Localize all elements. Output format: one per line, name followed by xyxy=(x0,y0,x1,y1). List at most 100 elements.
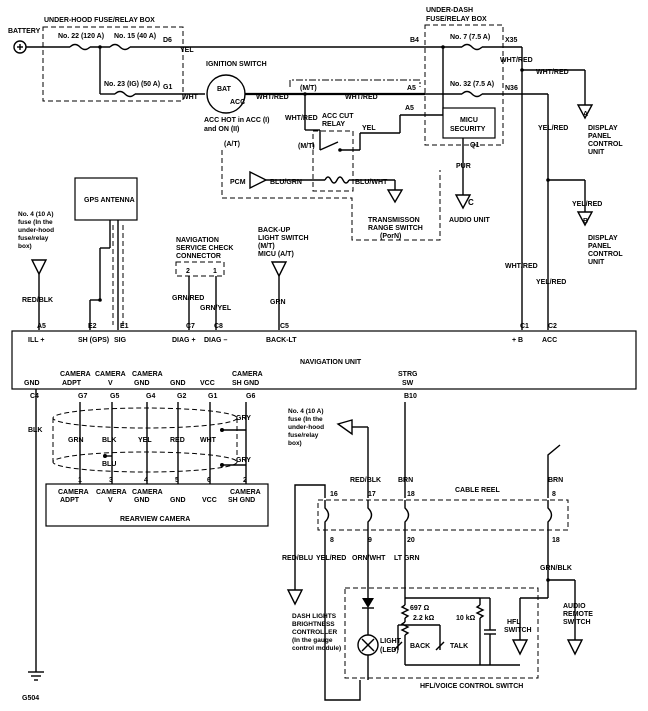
nav-pin-c7: C7 xyxy=(186,323,195,330)
nav-pin-g7: G7 xyxy=(78,393,87,400)
pin-x35: X35 xyxy=(505,37,518,44)
nav-g7-l1: CAMERA xyxy=(60,371,91,378)
hfl-switch-1: HFL xyxy=(507,619,521,626)
nav-check-1: NAVIGATION xyxy=(176,237,219,244)
wire-grn-red: GRN/RED xyxy=(172,295,204,302)
range-switch-1: TRANSMISSON xyxy=(368,217,420,224)
nav-g4-l1: CAMERA xyxy=(132,371,163,378)
wire-yel-red-loop: YEL/RED xyxy=(316,555,346,562)
gps-antenna: GPS ANTENNA xyxy=(74,177,138,330)
resistor-10k: 10 kΩ xyxy=(456,615,476,622)
nav-pin-c2: C2 xyxy=(548,323,557,330)
backup-2: LIGHT SWITCH xyxy=(258,235,309,242)
wire-grn-cam: GRN xyxy=(68,437,84,444)
audio-remote-3: SWITCH xyxy=(563,619,591,626)
ignition-note-1: ACC HOT in ACC (I) xyxy=(204,117,269,124)
wire-yel-red-n36: YEL/RED xyxy=(538,125,568,132)
wire-wht: WHT xyxy=(182,94,199,101)
backup-1: BACK-UP xyxy=(258,227,291,234)
backup-light-switch: BACK-UP LIGHT SWITCH (M/T) MICU (A/T) GR… xyxy=(258,227,309,330)
cam-pin-1: 1 xyxy=(78,477,82,484)
nav-b10-l1: STRG xyxy=(398,371,418,378)
cam-pin-5: 5 xyxy=(175,477,179,484)
display-b-3: CONTROL xyxy=(588,251,623,258)
display-a-3: CONTROL xyxy=(588,141,623,148)
resistor-697: 697 Ω xyxy=(410,605,430,612)
display-a-letter: A xyxy=(583,111,588,118)
display-a-1: DISPLAY xyxy=(588,125,618,132)
pcm-label: PCM xyxy=(230,179,246,186)
switch-talk: TALK xyxy=(450,643,468,650)
navigation-unit: NAVIGATION UNIT A5 ILL + E2 SH (GPS) E1 … xyxy=(11,323,637,400)
battery-label: BATTERY xyxy=(8,28,41,35)
nav-pin-e1-label: SIG xyxy=(114,337,127,344)
wire-red-cam: RED xyxy=(170,437,185,444)
rear-camera-title: REARVIEW CAMERA xyxy=(120,516,190,523)
nav-pin-c5: C5 xyxy=(280,323,289,330)
backup-3: (M/T) xyxy=(258,243,275,250)
wire-grn-blk: GRN/BLK xyxy=(540,565,572,572)
wire-gry-cam-1: GRY xyxy=(236,415,251,422)
fuse-7: No. 7 (7.5 A) xyxy=(450,34,490,41)
underhood-title: UNDER-HOOD FUSE/RELAY BOX xyxy=(44,17,155,24)
acc-cut-relay: WHT/RED ACC CUT RELAY YEL xyxy=(285,92,400,192)
nav-pin-c5-label: BACK-LT xyxy=(266,337,297,344)
fuse-22: No. 22 (120 A) xyxy=(58,33,104,40)
nav-pin-a5: A5 xyxy=(37,323,46,330)
wire-wht-cam: WHT xyxy=(200,437,217,444)
cam-pin-2-l1: CAMERA xyxy=(230,489,261,496)
nav-check-pin-1: 1 xyxy=(213,268,217,275)
cam-pin-4-l1: CAMERA xyxy=(132,489,163,496)
nav-g7-l2: ADPT xyxy=(62,380,82,387)
wire-blu-wht: BLU/WHT xyxy=(355,179,388,186)
acc-cut-relay-1: ACC CUT xyxy=(322,113,354,120)
wire-blu-grn: BLU/GRN xyxy=(270,179,302,186)
nav-check-2: SERVICE CHECK xyxy=(176,245,233,252)
cam-pin-4-l2: GND xyxy=(134,497,150,504)
nav-check-3: CONNECTOR xyxy=(176,253,221,260)
display-b-4: UNIT xyxy=(588,259,605,266)
cam-pin-6-l2: VCC xyxy=(202,497,217,504)
audio-remote-2: REMOTE xyxy=(563,611,593,618)
nav-pin-g1: G1 xyxy=(208,393,217,400)
underdash-title-2: FUSE/RELAY BOX xyxy=(426,16,487,23)
fuse4-right-2: fuse (In the xyxy=(288,416,323,423)
cam-pin-3-l2: V xyxy=(108,497,113,504)
nav-g1-l2: VCC xyxy=(200,380,215,387)
reel-bot-20: 20 xyxy=(407,537,415,544)
fuse4-left-3: under-hood xyxy=(18,227,54,234)
reel-bot-9: 9 xyxy=(368,537,372,544)
wire-gry-cam-2: GRY xyxy=(236,457,251,464)
wire-yel-relay: YEL xyxy=(362,125,376,132)
pin-g1: G1 xyxy=(163,84,172,91)
dash-lights-4: (In the gauge xyxy=(292,637,333,644)
wire-red-blk-left: RED/BLK xyxy=(22,297,53,304)
nav-pin-e2-label: SH (GPS) xyxy=(78,337,109,344)
display-b-letter: B xyxy=(583,218,588,225)
gps-antenna-label: GPS ANTENNA xyxy=(84,197,135,204)
wire-yel-cam: YEL xyxy=(138,437,152,444)
display-b-2: PANEL xyxy=(588,243,612,250)
micu-2: SECURITY xyxy=(450,126,486,133)
wire-wht-red-1: WHT/RED xyxy=(256,94,289,101)
wire-wht-red-a: WHT/RED xyxy=(536,69,569,76)
cable-reel-title: CABLE REEL xyxy=(455,487,500,494)
pin-q1: Q1 xyxy=(470,142,479,149)
wire-blk-cam: BLK xyxy=(102,437,116,444)
nav-pin-g2: G2 xyxy=(177,393,186,400)
nav-pin-c4: C4 xyxy=(30,393,39,400)
fuse4-right-1: No. 4 (10 A) xyxy=(288,408,324,415)
wire-wht-red-relay: WHT/RED xyxy=(285,115,318,122)
nav-pin-g6: G6 xyxy=(246,393,255,400)
nav-g5-l2: V xyxy=(108,380,113,387)
pin-n36: N36 xyxy=(505,85,518,92)
pin-a5-upper: A5 xyxy=(407,85,416,92)
underhood-fuse-box: UNDER-HOOD FUSE/RELAY BOX No. 22 (120 A)… xyxy=(26,17,184,102)
underdash-fuse-box: UNDER-DASH FUSE/RELAY BOX B4 X35 A5 N36 … xyxy=(407,7,518,149)
cam-pin-1-l1: CAMERA xyxy=(58,489,89,496)
wire-brn-reel: BRN xyxy=(548,477,563,484)
wire-blu-cam: BLU xyxy=(102,461,116,468)
fuse4-right-5: box) xyxy=(288,440,302,447)
nav-pin-g5: G5 xyxy=(110,393,119,400)
